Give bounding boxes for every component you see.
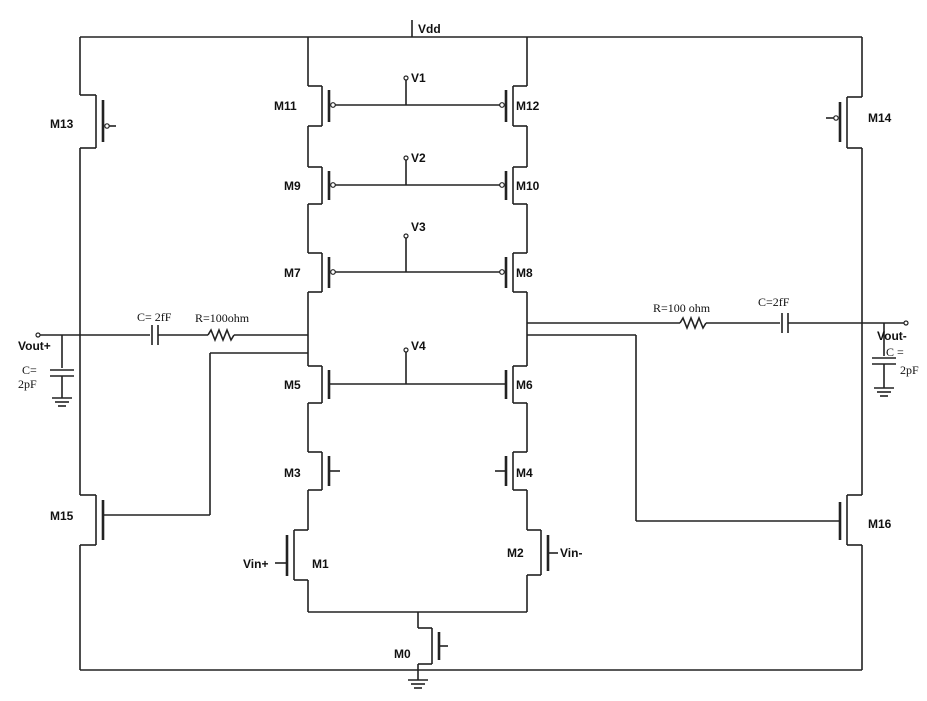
m12-label: M12 <box>516 99 540 113</box>
m14-label: M14 <box>868 111 892 125</box>
m8-label: M8 <box>516 266 533 280</box>
m0-label: M0 <box>394 647 411 661</box>
left-output-column <box>79 37 97 670</box>
vdd-label: Vdd <box>418 22 441 36</box>
right-output-branch <box>527 313 909 397</box>
m5-label: M5 <box>284 378 301 392</box>
right-cap-label: C=2fF <box>758 295 790 309</box>
m4-label: M4 <box>516 466 533 480</box>
left-load-c-label: C= <box>22 363 37 377</box>
m1-label: M1 <box>312 557 329 571</box>
vin-minus-label: Vin- <box>560 546 582 560</box>
bias-v2 <box>330 155 505 188</box>
v2-label: V2 <box>411 151 426 165</box>
left-res-label: R=100ohm <box>195 311 250 325</box>
v3-label: V3 <box>411 220 426 234</box>
m11-label: M11 <box>274 99 297 113</box>
m10-label: M10 <box>516 179 540 193</box>
right-output-column <box>846 37 863 670</box>
m15-label: M15 <box>50 509 74 523</box>
vout-minus-label: Vout- <box>877 329 907 343</box>
m6-label: M6 <box>516 378 533 392</box>
right-core-column <box>495 37 558 612</box>
bias-v3 <box>330 233 505 275</box>
m16-label: M16 <box>868 517 892 531</box>
left-core-column <box>275 37 340 612</box>
vdd-rail <box>80 20 862 38</box>
m16-gate <box>527 334 842 540</box>
bias-v1 <box>330 75 505 108</box>
m14-gate <box>826 102 842 142</box>
m13-label: M13 <box>50 117 74 131</box>
left-output-branch <box>35 325 308 407</box>
m7-label: M7 <box>284 266 301 280</box>
vin-plus-label: Vin+ <box>243 557 268 571</box>
right-load-c-label: C = <box>886 345 904 359</box>
left-load-v-label: 2pF <box>18 377 37 391</box>
tail-m0 <box>308 611 527 689</box>
v4-label: V4 <box>411 339 426 353</box>
m2-label: M2 <box>507 546 524 560</box>
v1-label: V1 <box>411 71 426 85</box>
m3-label: M3 <box>284 466 301 480</box>
m9-label: M9 <box>284 179 301 193</box>
m13-gate <box>101 100 116 142</box>
right-res-label: R=100 ohm <box>653 301 711 315</box>
right-load-v-label: 2pF <box>900 363 919 377</box>
m15-gate <box>101 352 308 540</box>
vout-plus-label: Vout+ <box>18 339 51 353</box>
bias-v4 <box>330 347 505 385</box>
left-cap-label: C= 2fF <box>137 310 172 324</box>
